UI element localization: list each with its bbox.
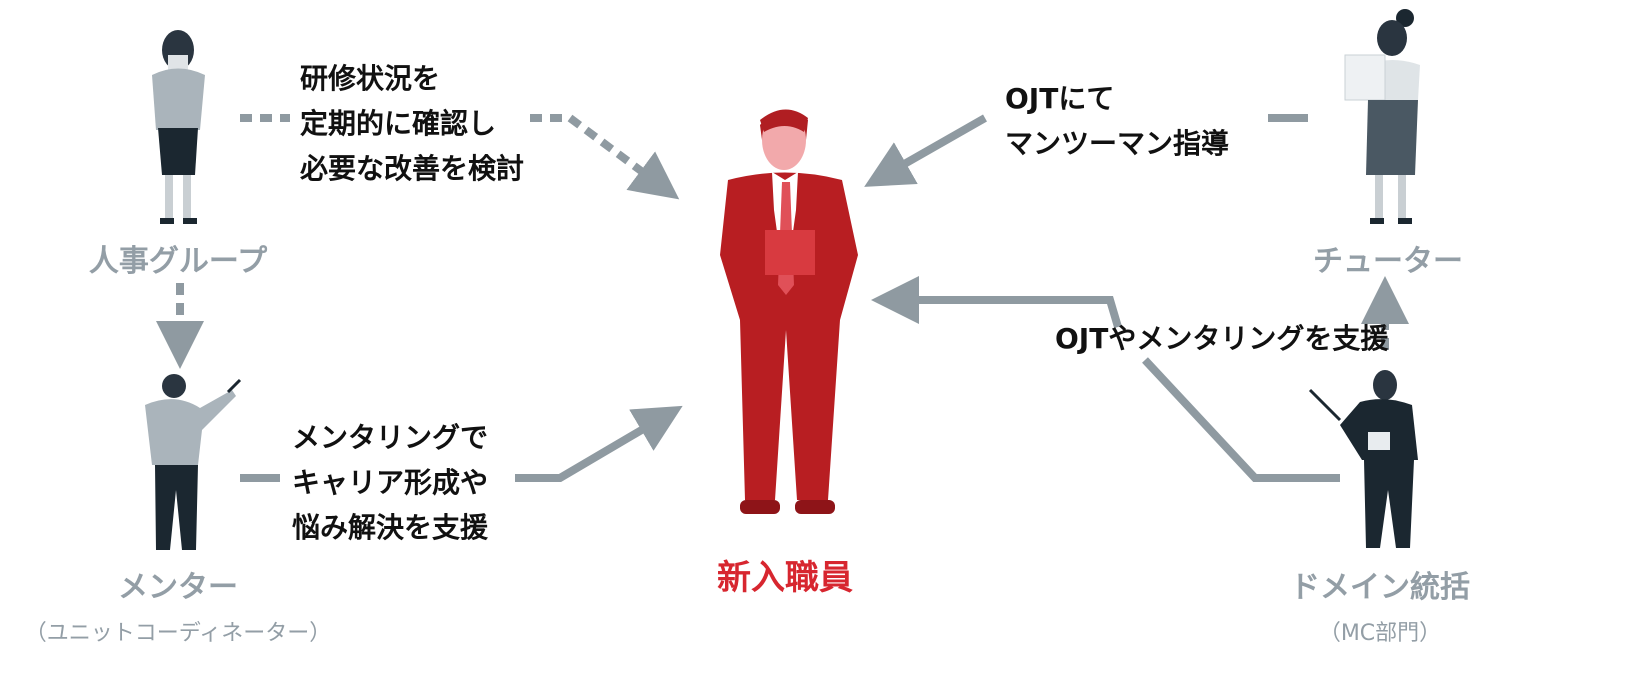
domain-label: ドメイン統括: [1290, 570, 1470, 605]
text-line: 定期的に確認し: [300, 107, 497, 140]
mentor-label: メンター: [118, 570, 238, 605]
text-line: 研修状況を: [300, 62, 441, 95]
tutor-label: チューター: [1313, 244, 1463, 279]
domain-to-new-arrow-a: [1142, 357, 1340, 482]
mentor-sublabel: （ユニットコーディネーター）: [24, 621, 332, 646]
mentor-to-new-arrow: [515, 405, 683, 482]
domain-person-icon: [1308, 370, 1418, 548]
text-line: キャリア形成や: [292, 466, 489, 499]
text-line: 悩み解決を支援: [292, 511, 489, 544]
text-line: マンツーマン指導: [1005, 127, 1230, 160]
text-line: メンタリングで: [292, 421, 489, 454]
domain-sublabel: （MC部門）: [1318, 621, 1442, 646]
text-line: OJTにて: [1005, 82, 1115, 115]
new-employee-person-icon: [720, 109, 858, 514]
domain-to-new-arrow-b: [871, 276, 1122, 329]
tutor-to-new-arrow: [864, 114, 987, 187]
mentor-relation-text: メンタリングで キャリア形成や 悩み解決を支援: [292, 415, 488, 550]
hr-to-new-arrow: [530, 114, 680, 200]
tutor-relation-text: OJTにて マンツーマン指導: [1005, 76, 1229, 166]
hr-label: 人事グループ: [88, 244, 268, 279]
tutor-person-icon: [1344, 9, 1420, 224]
hr-person-icon: [152, 30, 205, 224]
new-employee-label: 新入職員: [717, 558, 853, 598]
mentor-person-icon: [145, 374, 242, 550]
text-line: 必要な改善を検討: [300, 152, 525, 185]
hr-relation-text: 研修状況を 定期的に確認し 必要な改善を検討: [300, 56, 524, 191]
domain-relation-text: OJTやメンタリングを支援: [1055, 322, 1389, 355]
